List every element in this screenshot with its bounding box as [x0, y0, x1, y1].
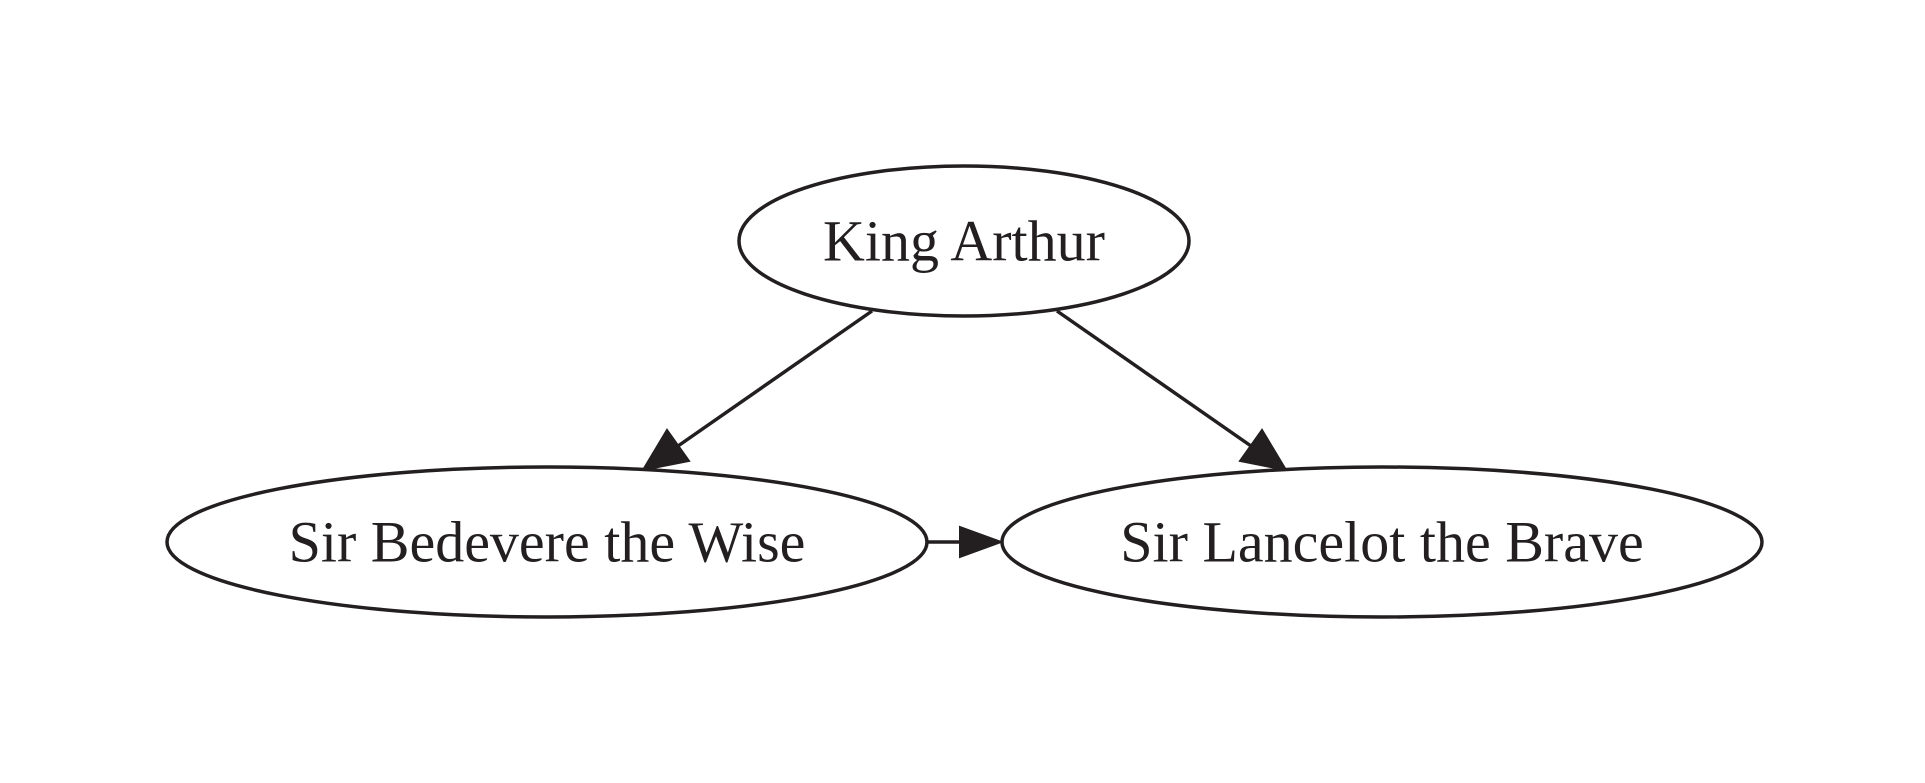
node-sir-bedevere[interactable]: Sir Bedevere the Wise	[165, 465, 929, 619]
edge-bedevere-to-lancelot	[927, 525, 1004, 559]
node-label: Sir Bedevere the Wise	[289, 510, 806, 575]
arrowhead-icon	[640, 428, 691, 472]
edge-line	[1056, 309, 1252, 448]
node-ellipse	[1000, 465, 1764, 619]
edges	[640, 309, 1289, 559]
node-label: King Arthur	[823, 209, 1105, 274]
arrowhead-icon	[1238, 428, 1289, 472]
node-label: Sir Lancelot the Brave	[1120, 510, 1643, 575]
node-ellipse	[165, 465, 929, 619]
node-king-arthur[interactable]: King Arthur	[737, 164, 1191, 318]
edge-arthur-to-bedevere	[640, 309, 873, 472]
node-sir-lancelot[interactable]: Sir Lancelot the Brave	[1000, 465, 1764, 619]
arrowhead-icon	[959, 525, 1004, 559]
nodes: King Arthur Sir Bedevere the Wise Sir La…	[165, 164, 1764, 619]
edge-arthur-to-lancelot	[1056, 309, 1289, 472]
node-ellipse	[737, 164, 1191, 318]
edge-line	[677, 309, 873, 448]
